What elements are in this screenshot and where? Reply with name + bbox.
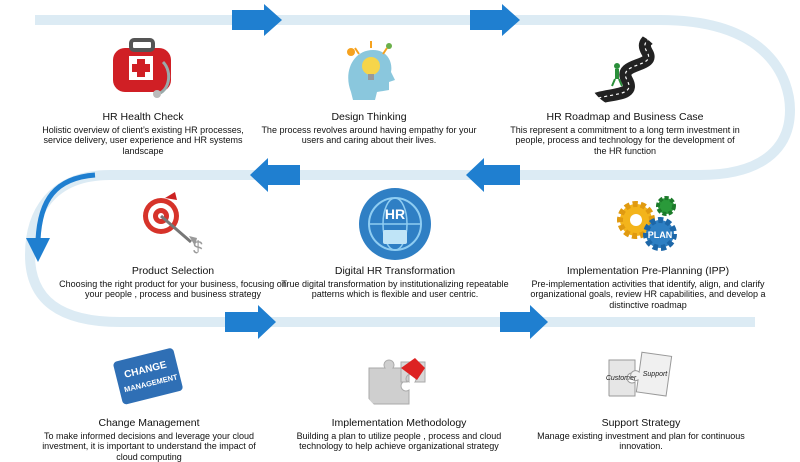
step-title: Implementation Pre-Planning (IPP): [566, 265, 730, 277]
puzzle-icon: [361, 338, 437, 414]
step-description: True digital transformation by instituti…: [281, 278, 509, 300]
flow-arrow-2: [470, 4, 520, 36]
step-digital-hr-transformation: HR Digital HR Transformation True digita…: [280, 186, 510, 300]
svg-text:$: $: [193, 238, 203, 258]
flow-arrow-6: [500, 305, 548, 339]
step-title: Product Selection: [131, 265, 215, 277]
step-title: HR Roadmap and Business Case: [546, 111, 704, 123]
step-title: Support Strategy: [601, 417, 681, 429]
step-description: To make informed decisions and leverage …: [42, 430, 256, 462]
customer-support-puzzle-icon: Customer Support: [603, 338, 679, 414]
step-title: Change Management: [98, 417, 200, 429]
step-product-selection: $ Product Selection Choosing the right p…: [58, 186, 288, 300]
flow-arrow-curve-left: [35, 172, 96, 241]
step-description: This represent a commitment to a long te…: [510, 124, 740, 156]
step-hr-health-check: HR Health Check Holistic overview of cli…: [28, 32, 258, 156]
first-aid-kit-icon: [105, 32, 181, 108]
step-description: Building a plan to utilize people , proc…: [296, 430, 502, 452]
step-title: Implementation Methodology: [331, 417, 467, 429]
step-description: Choosing the right product for your busi…: [59, 278, 287, 300]
flow-arrow-curve-left-head: [26, 238, 50, 262]
change-management-sign-icon: CHANGE MANAGEMENT: [111, 338, 187, 414]
step-change-management: CHANGE MANAGEMENT Change Management To m…: [34, 338, 264, 462]
road-walker-icon: [587, 32, 663, 108]
flow-arrow-5: [225, 305, 276, 339]
step-description: Holistic overview of client’s existing H…: [42, 124, 244, 156]
target-dart-icon: $: [135, 186, 211, 262]
flow-arrow-4: [250, 158, 300, 192]
flow-arrow-3: [466, 158, 520, 192]
hr-globe-icon: HR: [357, 186, 433, 262]
step-implementation-pre-planning: PLAN Implementation Pre-Planning (IPP) P…: [518, 186, 778, 310]
step-design-thinking: Design Thinking The process revolves aro…: [254, 32, 484, 146]
customer-label: Customer: [606, 375, 637, 382]
gear-plan-label: PLAN: [648, 230, 673, 240]
lightbulb-head-icon: [331, 32, 407, 108]
step-description: The process revolves around having empat…: [261, 124, 477, 146]
step-implementation-methodology: Implementation Methodology Building a pl…: [284, 338, 514, 452]
flow-arrow-1: [232, 4, 282, 36]
step-title: Design Thinking: [331, 111, 407, 123]
step-title: HR Health Check: [102, 111, 184, 123]
hr-globe-label: HR: [385, 206, 405, 222]
step-title: Digital HR Transformation: [334, 265, 456, 277]
support-label: Support: [643, 371, 669, 378]
step-description: Pre-implementation activities that ident…: [530, 278, 766, 310]
step-description: Manage existing investment and plan for …: [537, 430, 745, 452]
flow-track-turn-right: [659, 15, 796, 180]
step-support-strategy: Customer Support Support Strategy Manage…: [526, 338, 756, 452]
gears-icon: PLAN: [610, 186, 686, 262]
step-hr-roadmap: HR Roadmap and Business Case This repres…: [510, 32, 740, 156]
